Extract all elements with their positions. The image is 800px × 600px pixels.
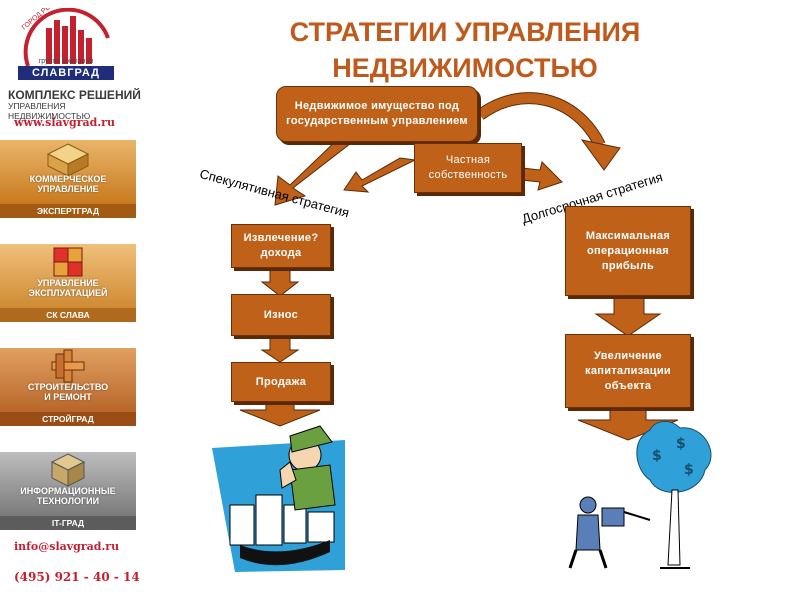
arrow-down-2	[260, 333, 300, 363]
arrow-curve-right	[477, 93, 605, 148]
box-capitalization-increase-text: Увеличение капитализации объекта	[585, 349, 671, 392]
svg-text:$: $	[652, 448, 662, 464]
box-income-extraction: Извлечение? дохода	[231, 224, 331, 268]
puzzle-icon	[53, 247, 83, 277]
tile-label: УПРАВЛЕНИЕ ЭКСПЛУАТАЦИЕЙ	[28, 278, 108, 298]
box-wear-text: Износ	[263, 308, 299, 321]
tile-label: КОММЕРЧЕСКОЕ УПРАВЛЕНИЕ	[29, 174, 107, 194]
speculator-clipart	[212, 425, 345, 572]
logo-group-text: группа компаний	[38, 58, 94, 65]
tile-label: СТРОИТЕЛЬСТВО И РЕМОНТ	[27, 382, 109, 402]
phone-number: (495) 921 - 40 - 14	[14, 570, 140, 584]
email-link[interactable]: info@slavgrad.ru	[14, 540, 120, 553]
complex-title: КОМПЛЕКС РЕШЕНИЙ	[8, 88, 141, 102]
page-title: СТРАТЕГИИ УПРАВЛЕНИЯ НЕДВИЖИМОСТЬЮ	[289, 17, 641, 83]
tile-commercial-management[interactable]: КОММЕРЧЕСКОЕ УПРАВЛЕНИЕ ЭКСПЕРТГРАД	[0, 140, 136, 220]
tile-company: СТРОЙГРАД	[0, 412, 136, 426]
complex-subtitle: УПРАВЛЕНИЯ НЕДВИЖИМОСТЬЮ	[8, 101, 91, 121]
svg-text:$: $	[676, 436, 686, 452]
tile-operation-management[interactable]: УПРАВЛЕНИЕ ЭКСПЛУАТАЦИЕЙ СК СЛАВА	[0, 244, 136, 324]
tile-information-technology[interactable]: ИНФОРМАЦИОННЫЕ ТЕХНОЛОГИИ IT-ГРАД	[0, 452, 136, 532]
arrow-curve-right-head	[580, 139, 621, 171]
box-sale: Продажа	[231, 362, 331, 402]
tile-label: ИНФОРМАЦИОННЫЕ ТЕХНОЛОГИИ	[20, 486, 116, 506]
arrow-down-3	[239, 399, 321, 427]
tile-company: ЭКСПЕРТГРАД	[0, 204, 136, 218]
tile-construction-repair[interactable]: СТРОИТЕЛЬСТВО И РЕМОНТ СТРОЙГРАД	[0, 348, 136, 428]
box-state-property-text: Недвижимое имущество под государственным…	[286, 100, 468, 127]
box-state-property: Недвижимое имущество под государственным…	[276, 86, 478, 142]
box-private-property: Частная собственность	[414, 143, 522, 193]
box-private-property-text: Частная собственность	[428, 154, 508, 181]
arrow-private-left	[343, 157, 417, 193]
website-link[interactable]: www.slavgrad.ru	[14, 116, 115, 129]
maze-cube-icon	[50, 453, 86, 487]
arrow-private-right	[521, 161, 563, 191]
box-sale-text: Продажа	[255, 375, 307, 388]
box-max-operating-profit-text: Максимальная операционная прибыль	[585, 229, 671, 272]
arrow-down-1	[260, 265, 300, 297]
tile-company: IT-ГРАД	[0, 516, 136, 530]
box-income-extraction-text: Извлечение? дохода	[243, 232, 319, 259]
knot-puzzle-icon	[51, 349, 85, 383]
svg-text:$: $	[684, 462, 694, 478]
box-max-operating-profit: Максимальная операционная прибыль	[565, 206, 691, 296]
money-tree-clipart: $ $ $	[568, 421, 712, 569]
box-capitalization-increase: Увеличение капитализации объекта	[565, 334, 691, 408]
cube-icon	[46, 143, 90, 176]
logo-name: СЛАВГРАД	[18, 66, 114, 80]
arrow-down-4	[594, 293, 662, 337]
tile-company: СК СЛАВА	[0, 308, 136, 322]
box-wear: Износ	[231, 294, 331, 336]
arrow-top-left	[274, 136, 357, 206]
